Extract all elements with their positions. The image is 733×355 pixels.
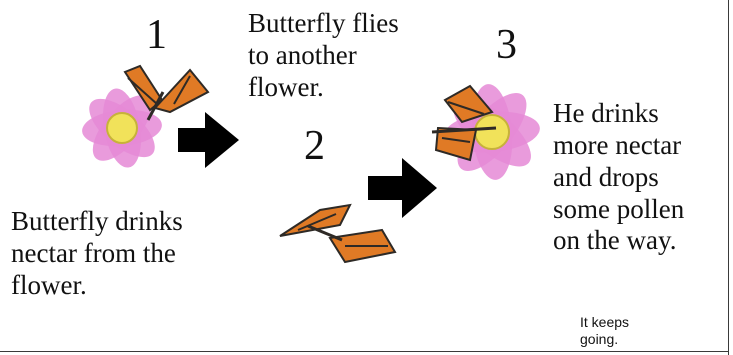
- butterfly-2-illustration: [280, 205, 395, 262]
- step-number-3: 3: [496, 24, 517, 66]
- caption-pollen: He drinks more nectar and drops some pol…: [553, 98, 684, 257]
- caption-line: He drinks: [553, 98, 684, 130]
- caption-line: to another: [248, 40, 399, 72]
- note-line: going.: [580, 331, 629, 348]
- step-number-1: 1: [146, 14, 167, 56]
- caption-flies: Butterfly flies to another flower.: [248, 8, 399, 104]
- step-number-2: 2: [304, 125, 325, 167]
- caption-line: and drops: [553, 162, 684, 194]
- arrow-2-icon: [368, 158, 437, 218]
- arrow-1-icon: [178, 112, 239, 168]
- note-line: It keeps: [580, 314, 629, 331]
- caption-line: flower.: [248, 72, 399, 104]
- note-keeps-going: It keeps going.: [580, 314, 629, 348]
- caption-line: Butterfly drinks: [11, 206, 183, 238]
- caption-line: Butterfly flies: [248, 8, 399, 40]
- caption-line: nectar from the: [11, 238, 183, 270]
- caption-line: flower.: [11, 270, 183, 302]
- caption-drinks: Butterfly drinks nectar from the flower.: [11, 206, 183, 302]
- caption-line: more nectar: [553, 130, 684, 162]
- caption-line: some pollen: [553, 194, 684, 226]
- caption-line: on the way.: [553, 225, 684, 257]
